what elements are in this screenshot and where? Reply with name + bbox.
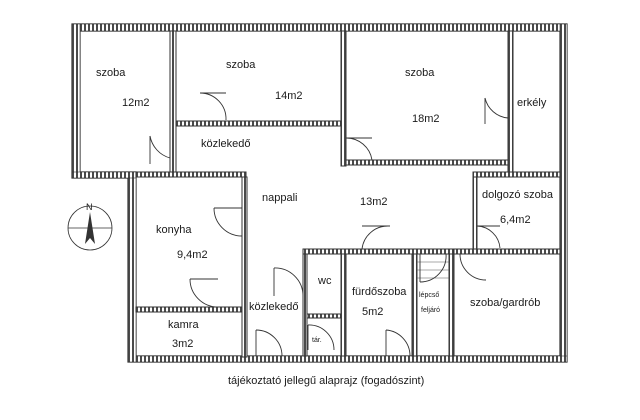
- room-furdoszoba-area: 5m2: [362, 306, 383, 318]
- room-nappali-name: nappali: [262, 192, 297, 204]
- room-dolgozo-area: 6,4m2: [500, 214, 531, 226]
- north-compass: N: [67, 202, 113, 251]
- room-lepcso-name: lépcső: [419, 292, 439, 299]
- room-gardrob-name: szoba/gardrób: [470, 297, 540, 309]
- room-szoba-12-name: szoba: [96, 67, 126, 79]
- room-erkely-name: erkély: [517, 97, 547, 109]
- room-szoba-14-name: szoba: [226, 59, 256, 71]
- room-lepcso-sub: feljáró: [421, 307, 440, 314]
- compass-label: N: [86, 202, 93, 212]
- room-szoba-14-area: 14m2: [275, 90, 303, 102]
- room-szoba-18-name: szoba: [405, 67, 435, 79]
- room-furdoszoba-name: fürdőszoba: [352, 286, 407, 298]
- room-kozlekedo-top-name: közlekedő: [201, 138, 251, 150]
- doors: [149, 92, 509, 357]
- room-kamra-area: 3m2: [172, 338, 193, 350]
- room-szoba-12-area: 12m2: [122, 97, 150, 109]
- room-wc-name: wc: [317, 275, 332, 287]
- room-dolgozo-name: dolgozó szoba: [482, 189, 554, 201]
- room-kamra-name: kamra: [168, 319, 199, 331]
- room-konyha-name: konyha: [156, 224, 192, 236]
- interior-walls: [135, 30, 561, 358]
- room-nappali-area: 13m2: [360, 196, 388, 208]
- room-tar-name: tár.: [312, 337, 322, 344]
- room-szoba-18-area: 18m2: [412, 113, 440, 125]
- stairs: [417, 261, 449, 279]
- plan-caption: tájékoztató jellegű alaprajz (fogadószin…: [228, 375, 424, 387]
- room-kozlekedo-bottom-name: közlekedő: [249, 301, 299, 313]
- room-konyha-area: 9,4m2: [177, 249, 208, 261]
